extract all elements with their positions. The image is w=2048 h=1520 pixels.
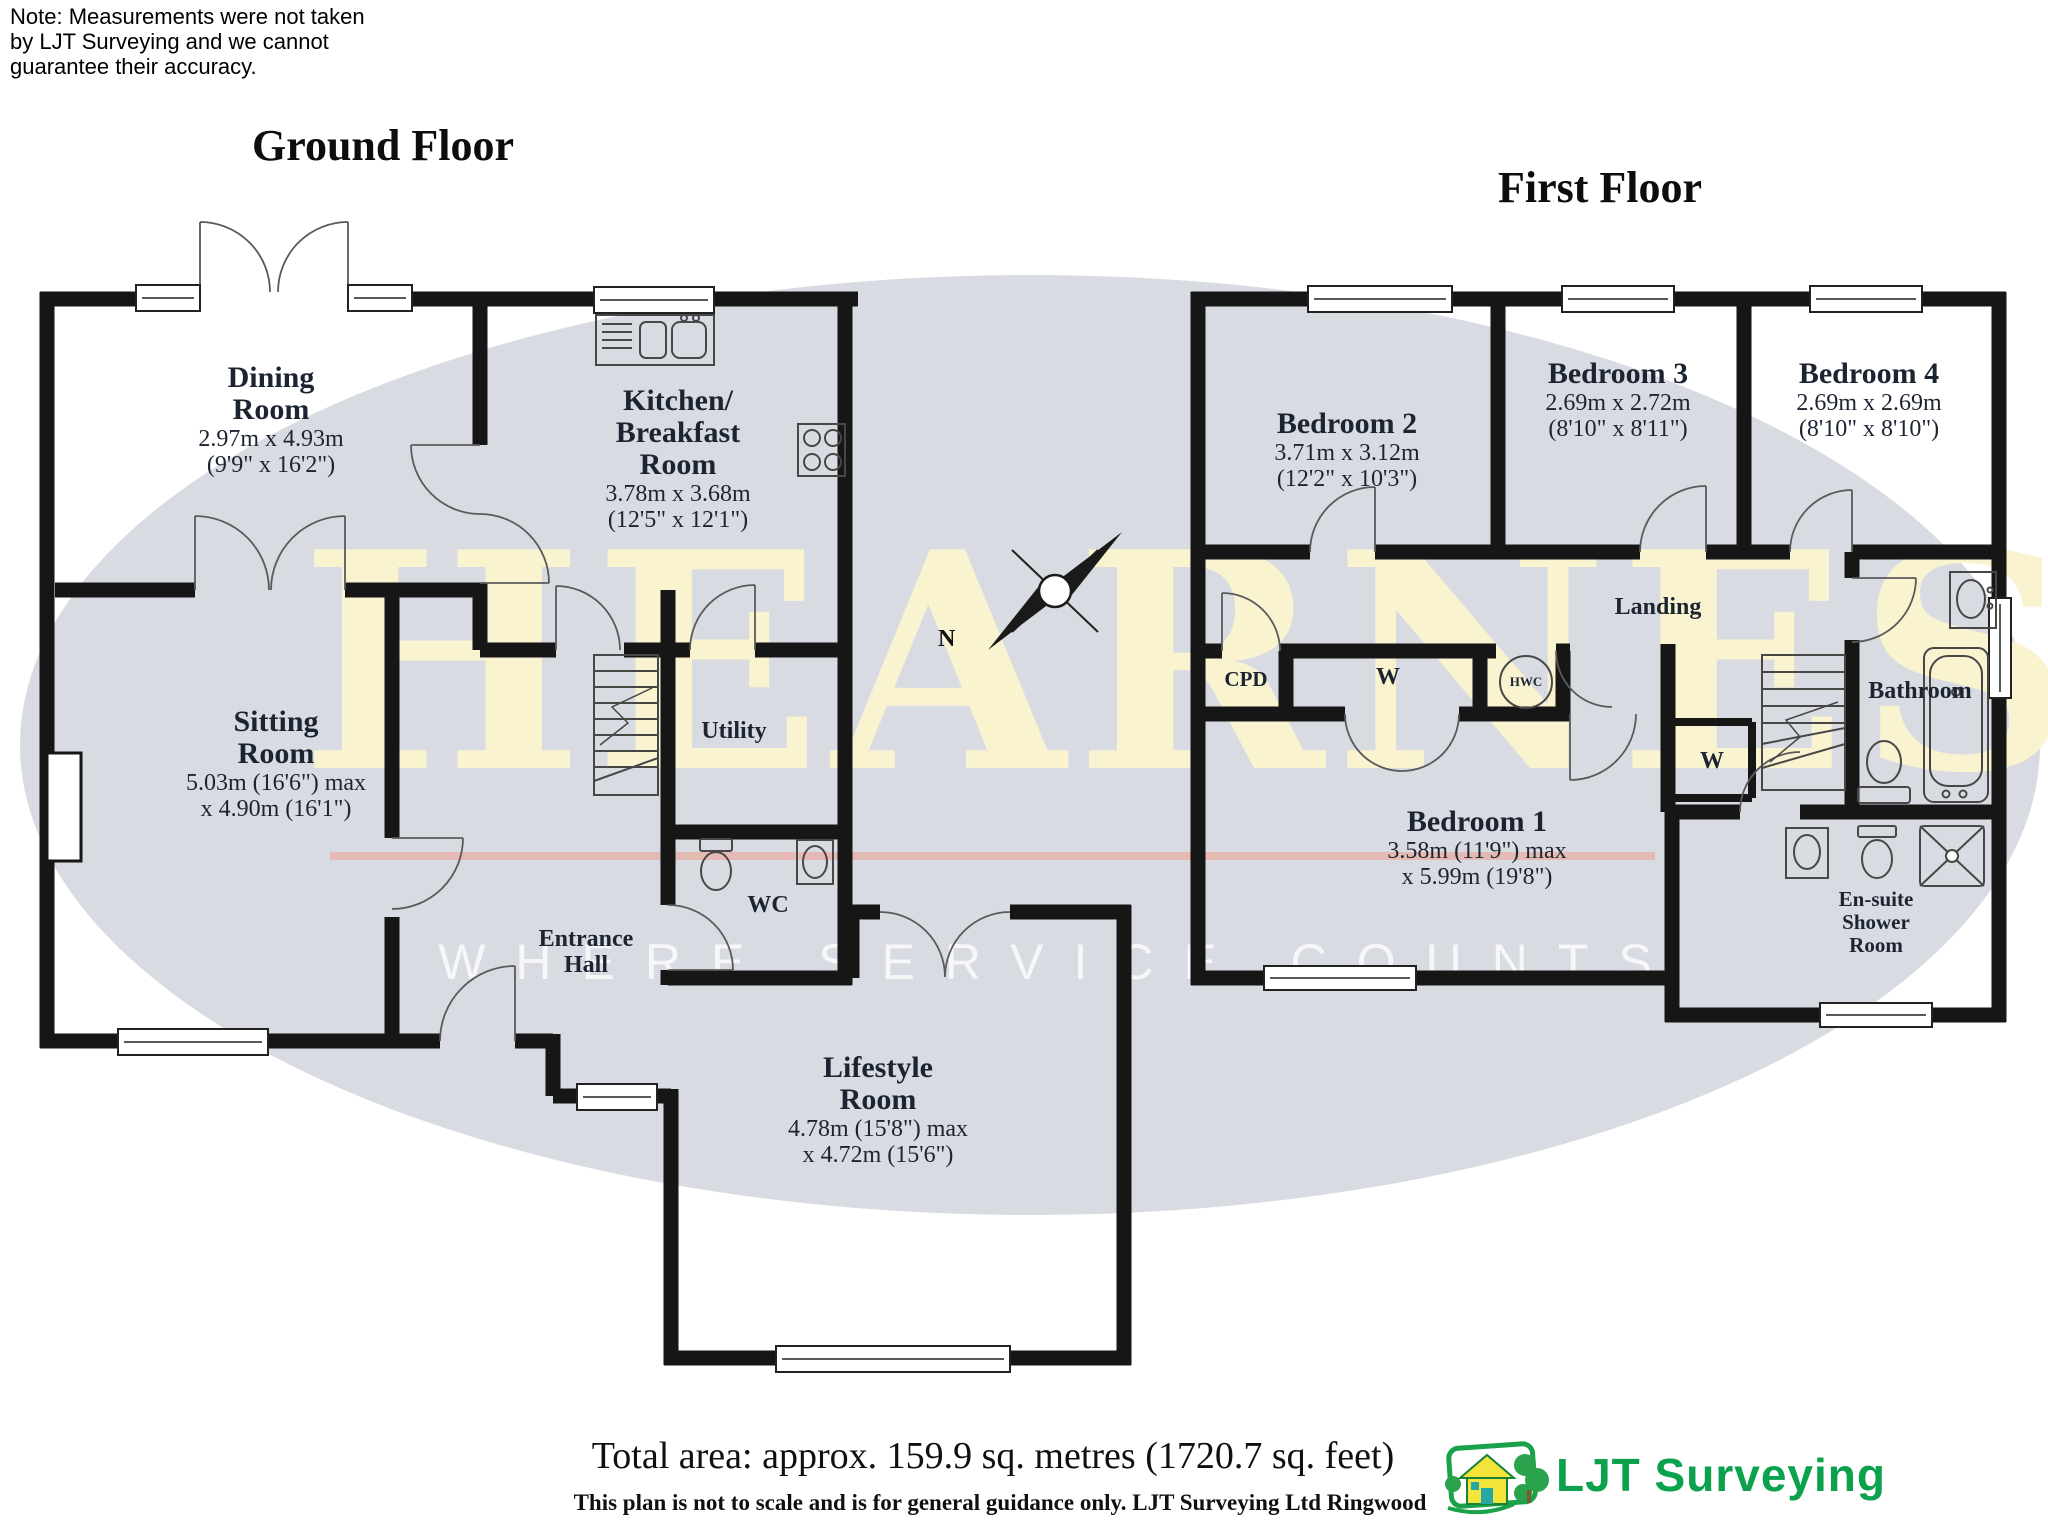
room-label-dining: Dining Room 2.97m x 4.93m (9'9" x 16'2") [198,361,344,479]
brand-underline [330,852,1655,860]
kitchen-sink-icon [595,314,715,366]
room-label-bathroom: Bathroom [1868,678,1972,704]
room-label-wc: WC [747,892,789,918]
room-label-bedroom2: Bedroom 2 3.71m x 3.12m (12'2" x 10'3") [1274,407,1420,493]
wardrobe2-walls [1668,718,1756,802]
first-stairs-icon [1761,654,1846,791]
room-label-lifestyle: Lifestyle Room 4.78m (15'8") max x 4.72m… [787,1051,969,1169]
measurement-note: Note: Measurements were not taken by LJT… [10,4,365,79]
bathtub-icon [1923,647,1989,803]
compass-icon [988,532,1122,650]
bathroom-sink-icon [1949,571,1997,629]
ljt-logo-text: LJT Surveying [1556,1449,1886,1501]
note-line: by LJT Surveying and we cannot [10,29,329,54]
note-line: guarantee their accuracy. [10,54,257,79]
note-line: Note: Measurements were not taken [10,4,365,29]
first-doors [1221,485,1917,813]
fireplace-recess [45,751,83,863]
first-floor-title: First Floor [1497,163,1703,212]
room-label-kitchen: Kitchen/ Breakfast Room 3.78m x 3.68m (1… [605,384,751,534]
room-label-utility: Utility [701,718,767,744]
wc-basin-icon [796,839,834,885]
first-windows [1263,285,2012,1028]
ground-floor-plan [39,221,1132,1373]
room-label-ensuite: En-suite Shower Room [1838,887,1914,957]
room-label-bedroom3: Bedroom 3 2.69m x 2.72m (8'10" x 8'11") [1545,357,1691,443]
total-area-text: Total area: approx. 159.9 sq. metres (17… [591,1435,1395,1477]
bathroom-toilet-icon [1857,740,1911,804]
ground-windows [117,284,1011,1373]
room-label-wardrobe2: W [1700,748,1724,774]
ground-stairs-icon [593,654,659,796]
ensuite-sink-icon [1785,827,1829,879]
room-label-cpd: CPD [1224,667,1268,691]
ground-floor-title: Ground Floor [251,121,515,170]
room-label-wardrobe1: W [1376,664,1400,690]
ground-doors [194,221,1011,1042]
hwc-cylinder-icon [1499,655,1553,709]
room-label-bedroom1: Bedroom 1 3.58m (11'9") max x 5.99m (19'… [1387,805,1567,891]
ensuite-toilet-icon [1857,825,1897,879]
room-label-bedroom4: Bedroom 4 2.69m x 2.69m (8'10" x 8'10") [1796,357,1942,443]
first-floor-plan [1190,285,2012,1028]
shower-icon [1919,825,1985,887]
stove-icon [797,423,846,477]
room-label-landing: Landing [1614,594,1702,620]
compass-north-label: N [938,626,956,652]
background-oval [20,275,2040,1215]
room-label-entrance-hall: Entrance Hall [538,926,634,978]
wc-toilet-icon [699,838,733,891]
room-label-hwc: HWC [1509,674,1543,689]
disclaimer-text: This plan is not to scale and is for gen… [573,1490,1427,1515]
ljt-logo-icon [1445,1441,1549,1515]
room-label-sitting: Sitting Room 5.03m (16'6") max x 4.90m (… [185,705,367,823]
